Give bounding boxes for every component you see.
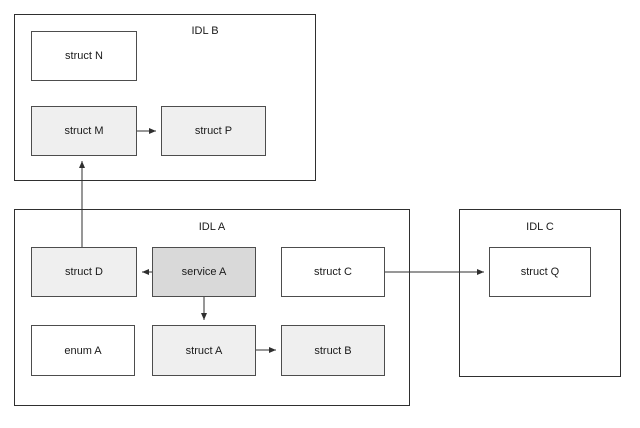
node-struct-a[interactable]: struct A bbox=[152, 325, 256, 376]
container-label-idl-c: IDL C bbox=[526, 221, 554, 233]
node-service-a[interactable]: service A bbox=[152, 247, 256, 297]
node-label-struct-p: struct P bbox=[194, 125, 233, 137]
node-label-struct-d: struct D bbox=[65, 266, 103, 278]
container-label-idl-b: IDL B bbox=[191, 25, 219, 37]
node-label-service-a: service A bbox=[181, 266, 227, 278]
node-struct-m[interactable]: struct M bbox=[31, 106, 137, 156]
node-label-struct-n: struct N bbox=[65, 50, 103, 62]
node-struct-p[interactable]: struct P bbox=[161, 106, 266, 156]
node-struct-d[interactable]: struct D bbox=[31, 247, 137, 297]
node-label-enum-a: enum A bbox=[64, 344, 102, 357]
node-label-struct-m: struct M bbox=[64, 125, 104, 137]
node-struct-b[interactable]: struct B bbox=[281, 325, 385, 376]
node-struct-q[interactable]: struct Q bbox=[489, 247, 591, 297]
node-label-struct-b: struct B bbox=[314, 344, 352, 357]
node-label-struct-q: struct Q bbox=[520, 266, 560, 278]
node-label-struct-a: struct A bbox=[185, 344, 223, 357]
node-struct-c[interactable]: struct C bbox=[281, 247, 385, 297]
container-idl-a bbox=[14, 209, 410, 406]
node-label-struct-c: struct C bbox=[314, 266, 352, 278]
container-idl-b bbox=[14, 14, 316, 181]
node-enum-a[interactable]: enum A bbox=[31, 325, 135, 376]
container-label-idl-a: IDL A bbox=[198, 221, 226, 233]
node-struct-n[interactable]: struct N bbox=[31, 31, 137, 81]
container-idl-c bbox=[459, 209, 621, 377]
